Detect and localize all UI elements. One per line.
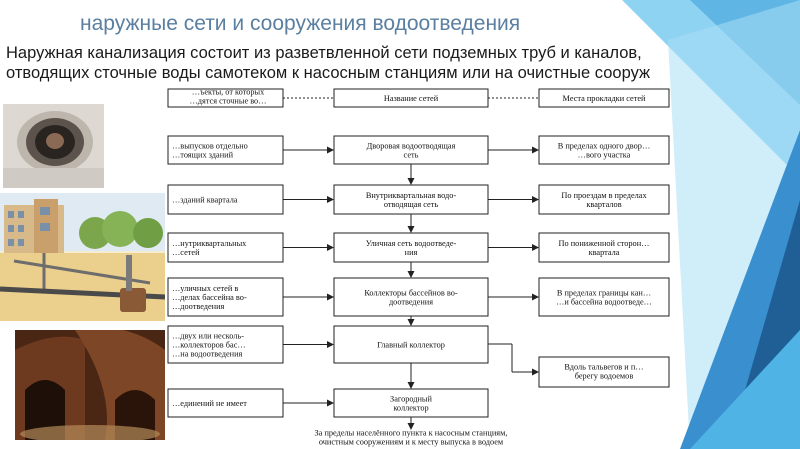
row-6-center-box [333, 388, 489, 418]
row-5-center-box [333, 325, 489, 364]
building-sewer-illustration [0, 193, 165, 321]
row-3-center-text: Уличная сеть водоотведе-ния [366, 239, 457, 257]
row-1-left-box [167, 135, 284, 165]
header-center-text: Название сетей [384, 94, 439, 103]
footer-text: За пределы населённого пункта к насосным… [315, 429, 508, 447]
header-right-text: Места прокладки сетей [563, 94, 646, 103]
row-6-right-text: Вдоль тальвегов и п…берегу водоемов [564, 363, 643, 381]
row-4-right-text: В пределах границы кан……и бассейна водоо… [556, 289, 652, 307]
row-2-right-box [538, 184, 670, 215]
row-6-left-box [167, 388, 284, 418]
row-4-left-text: …уличных сетей в…делах бассейна во-…доот… [172, 284, 247, 311]
pipe-interior-photo [3, 104, 104, 188]
row-4-right-box [538, 277, 670, 317]
row-3-center-box [333, 232, 489, 263]
header-right-box [538, 88, 670, 108]
row-3-right-text: По пониженной сторон…квартала [559, 239, 650, 257]
triangle-sky [690, 330, 800, 449]
row-1-right-text: В пределах одного двор……вого участка [558, 142, 651, 160]
row-4-left-box [167, 277, 284, 317]
slide-title: наружные сети и сооружения водоотведения [80, 12, 521, 35]
row-5-center-text: Главный коллектор [377, 341, 445, 350]
row-6-right-box [538, 356, 670, 388]
row-6-left-text: …единений не имеет [172, 399, 247, 408]
row-5-left-box [167, 325, 284, 364]
row-2-center-text: Внутриквартальная водо-отводящая сеть [366, 191, 457, 209]
row-1-right-box [538, 135, 670, 165]
row-3-left-box [167, 232, 284, 263]
row-2-left-box [167, 184, 284, 215]
row-3-right-box [538, 232, 670, 263]
row-1-left-text: …выпусков отдельно…тоящих зданий [172, 142, 248, 160]
header-left-text: …ъекты, от которых…дятся сточные во… [189, 88, 266, 106]
intro-paragraph: Наружная канализация состоит из разветвл… [6, 44, 651, 82]
row-5-left-text: …двух или несколь-…коллекторов бас……на в… [172, 332, 246, 359]
brick-tunnel-photo [15, 330, 165, 440]
row-3-left-text: …нутриквартальных…сетей [172, 239, 247, 257]
row-2-left-text: …зданий квартала [172, 196, 238, 205]
row-2-center-box [333, 184, 489, 215]
row-4-center-text: Коллекторы бассейнов во-доотведения [364, 289, 458, 307]
